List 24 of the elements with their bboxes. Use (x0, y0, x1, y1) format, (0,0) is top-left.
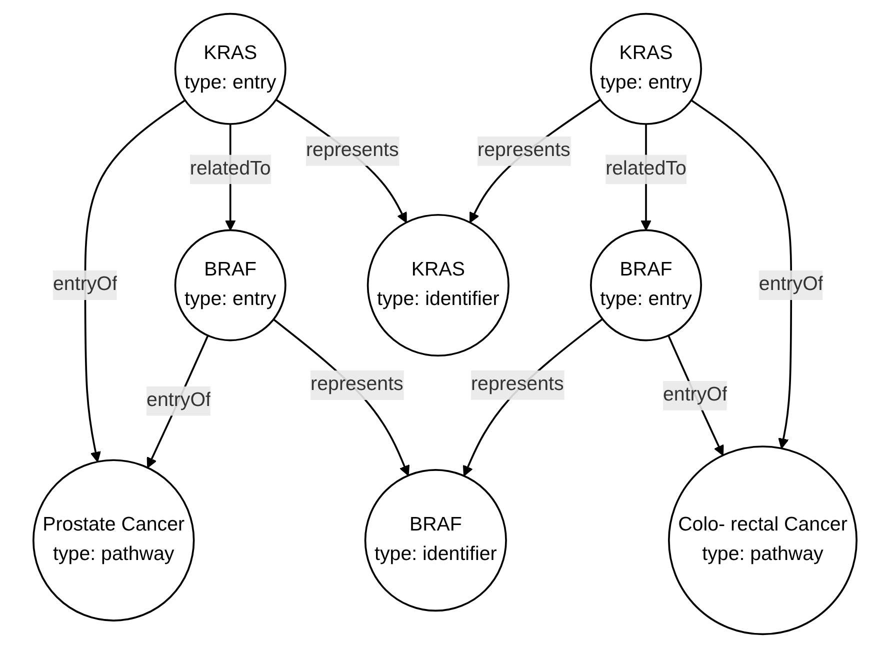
node-circle: KRAS type: identifier (366, 214, 510, 357)
edge-label: represents (306, 140, 399, 161)
arrow (84, 100, 186, 462)
node-circle: KRAS type: entry (590, 12, 702, 125)
node-circle: Prostate Cancer type: pathway (32, 459, 195, 622)
edge-label: represents (470, 374, 564, 395)
edge-label: relatedTo (190, 158, 271, 180)
arrow (690, 100, 792, 449)
edge-label: represents (478, 140, 570, 161)
arrow (470, 98, 601, 223)
edge-label: entryOf (53, 274, 118, 296)
edge-label: entryOf (758, 274, 824, 296)
node-circle: BRAF type: entry (590, 229, 702, 342)
edge-label: represents (310, 374, 404, 396)
edge-label: entryOf (662, 384, 728, 406)
node-circle: KRAS type: entry (174, 12, 286, 125)
arrow (462, 318, 604, 476)
node-circle: BRAF type: entry (174, 229, 286, 342)
arrow (276, 98, 407, 223)
node-circle: Colo- rectal Cancer type: pathway (668, 446, 858, 636)
edge-label: relatedTo (606, 158, 686, 180)
edge-label: entryOf (146, 390, 211, 411)
node-circle: BRAF type: identifier (364, 469, 507, 612)
arrow (273, 318, 410, 476)
